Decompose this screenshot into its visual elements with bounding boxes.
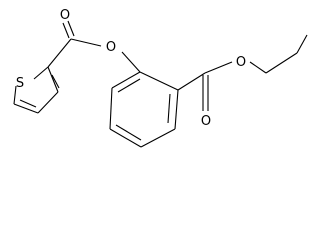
bond-carbonyl-oester: [204, 61, 233, 74]
bond-oester-phenyl: [121, 51, 141, 73]
phenol-ester-oxygen-label: O: [106, 40, 116, 55]
ethyl-carbonyl-oxygen-label: O: [201, 114, 211, 129]
bond-c4-c5: [13, 103, 39, 114]
bond-b6-b1-inner: [117, 78, 141, 93]
chemical-structure: S O O O O: [13, 8, 308, 148]
bond-b1-b2: [139, 71, 179, 91]
bond-b4-b5-inner: [115, 124, 142, 141]
bond-b2-b3: [174, 89, 179, 130]
bond-c2-carbonyl: [47, 38, 72, 68]
bond-oester-ch2: [249, 61, 267, 74]
thiophene-ring: [13, 66, 60, 114]
bond-b3-b4: [140, 128, 176, 148]
bond-b4-b5: [109, 128, 142, 148]
bond-carbonyl-o-double-b: [67, 20, 75, 37]
bond-c3-c4: [37, 91, 59, 114]
benzene-ring: [109, 71, 179, 148]
ethyl-ester-oxygen-label: O: [236, 55, 246, 70]
thiophene-carbonyl-oxygen-label: O: [60, 8, 70, 23]
bond-c2-c3: [47, 66, 59, 93]
bond-c5-s: [13, 85, 17, 105]
bond-b6-b1: [111, 71, 141, 89]
bond-s-c2: [33, 66, 49, 80]
ethyl-ester-group: [177, 34, 308, 111]
bond-ch2-ch3: [265, 52, 298, 74]
bond-c4-c5-inner: [19, 99, 37, 108]
bond-carbonyl-o-double-a: [62, 22, 70, 39]
thiophene-ester-group: [47, 20, 141, 73]
bond-carbonyl-oester: [70, 38, 102, 47]
bond-b2-b3-inner: [167, 93, 171, 124]
bond-c2-c3-inner: [51, 74, 60, 89]
bond-ch3-terminal: [296, 34, 308, 54]
thiophene-sulfur-label: S: [16, 76, 24, 91]
bond-b5-b6: [109, 87, 113, 130]
bond-b2-carbonyl: [177, 72, 206, 91]
